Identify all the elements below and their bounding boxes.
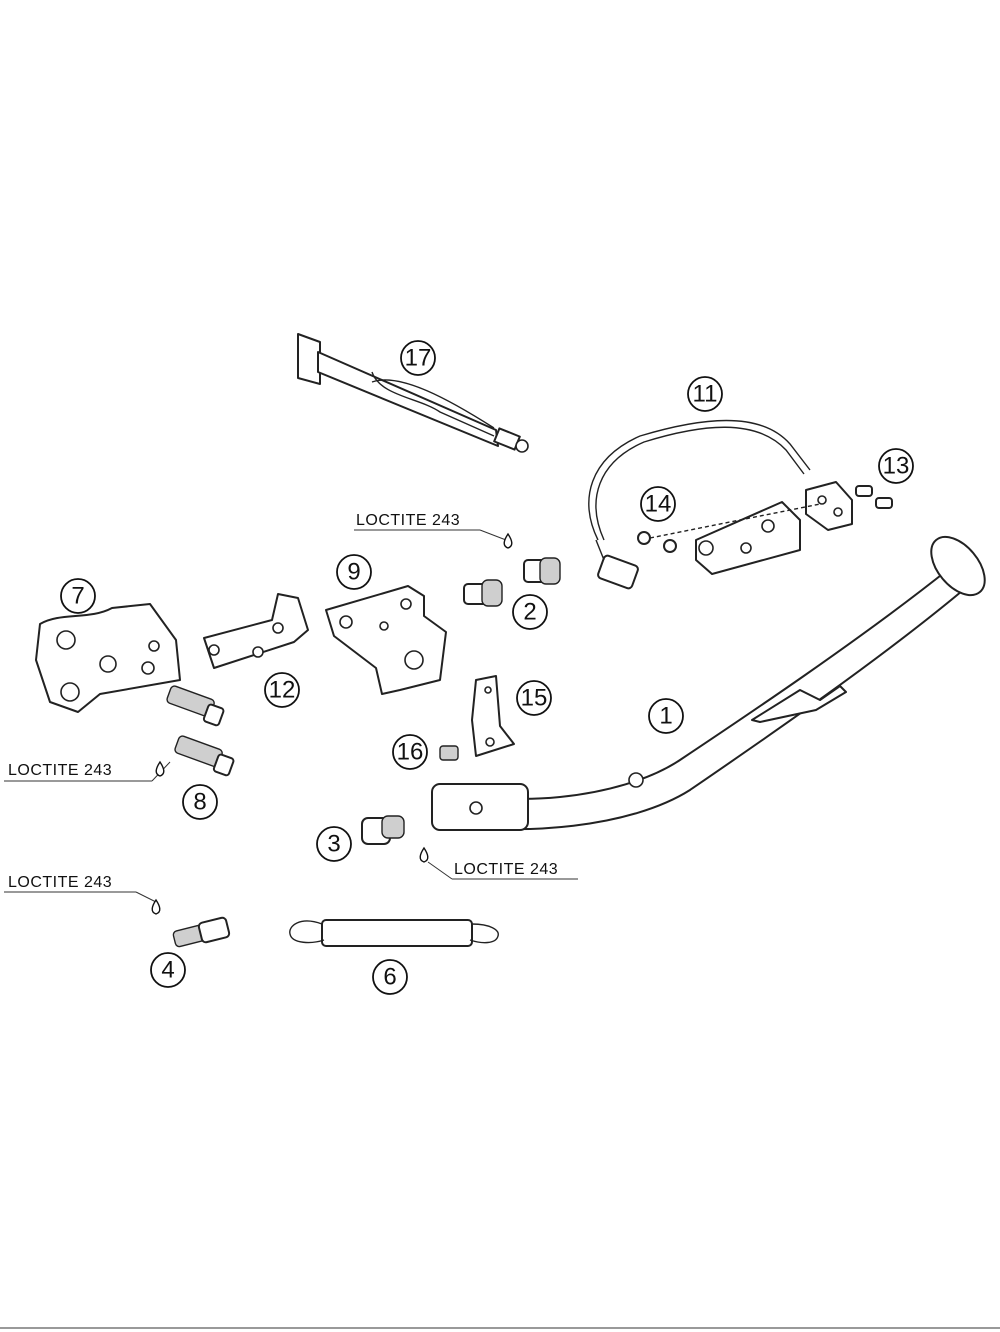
svg-text:17: 17 xyxy=(405,345,432,372)
svg-text:LOCTITE 243: LOCTITE 243 xyxy=(8,874,112,891)
loctite-drop-icon xyxy=(155,760,165,777)
callout-2: 2 xyxy=(512,594,548,630)
callout-14: 14 xyxy=(640,486,676,522)
svg-text:14: 14 xyxy=(645,491,672,518)
svg-text:13: 13 xyxy=(883,453,910,480)
svg-text:7: 7 xyxy=(71,583,84,610)
svg-text:15: 15 xyxy=(521,685,548,712)
loctite-note-top: LOCTITE 243 xyxy=(354,512,513,549)
loctite-note-bottom: LOCTITE 243 xyxy=(4,874,161,915)
part-12-plate xyxy=(203,593,309,669)
callout-17: 17 xyxy=(400,340,436,376)
callout-11: 11 xyxy=(687,376,723,412)
part-1-side-stand xyxy=(431,535,986,831)
callout-13: 13 xyxy=(878,448,914,484)
svg-text:11: 11 xyxy=(693,381,718,408)
part-15-bracket xyxy=(471,675,515,757)
part-3-bolt xyxy=(361,815,405,845)
svg-text:4: 4 xyxy=(161,957,174,984)
loctite-drop-icon xyxy=(419,846,429,863)
callout-4: 4 xyxy=(150,952,186,988)
svg-text:16: 16 xyxy=(397,739,424,766)
svg-text:LOCTITE 243: LOCTITE 243 xyxy=(454,861,558,878)
svg-text:12: 12 xyxy=(269,677,296,704)
loctite-drop-icon xyxy=(151,898,161,915)
svg-text:2: 2 xyxy=(523,599,536,626)
part-9-plate xyxy=(325,585,447,695)
callout-6: 6 xyxy=(372,959,408,995)
callout-12: 12 xyxy=(264,672,300,708)
callout-9: 9 xyxy=(336,554,372,590)
part-16-screw xyxy=(439,745,459,761)
callout-1: 1 xyxy=(648,698,684,734)
svg-text:3: 3 xyxy=(327,831,340,858)
svg-text:LOCTITE 243: LOCTITE 243 xyxy=(8,762,112,779)
callout-8: 8 xyxy=(182,784,218,820)
part-2-bolts xyxy=(463,557,561,607)
svg-text:9: 9 xyxy=(347,559,360,586)
part-17-rod xyxy=(297,333,529,453)
svg-text:8: 8 xyxy=(193,789,206,816)
callout-15: 15 xyxy=(516,680,552,716)
part-6-spring xyxy=(289,919,499,947)
callout-7: 7 xyxy=(60,578,96,614)
loctite-drop-icon xyxy=(503,532,513,549)
callout-3: 3 xyxy=(316,826,352,862)
part-7-bracket xyxy=(35,603,181,713)
part-4-stud xyxy=(172,916,231,948)
svg-text:6: 6 xyxy=(383,964,396,991)
loctite-note-left: LOCTITE 243 xyxy=(4,760,171,782)
svg-text:LOCTITE 243: LOCTITE 243 xyxy=(356,512,460,529)
part-13-14-bracket xyxy=(637,481,893,575)
callout-16: 16 xyxy=(392,734,428,770)
part-11-cable-switch xyxy=(588,419,811,590)
part-8-bolts xyxy=(166,685,235,777)
loctite-note-middle: LOCTITE 243 xyxy=(419,846,578,880)
svg-text:1: 1 xyxy=(659,703,672,730)
